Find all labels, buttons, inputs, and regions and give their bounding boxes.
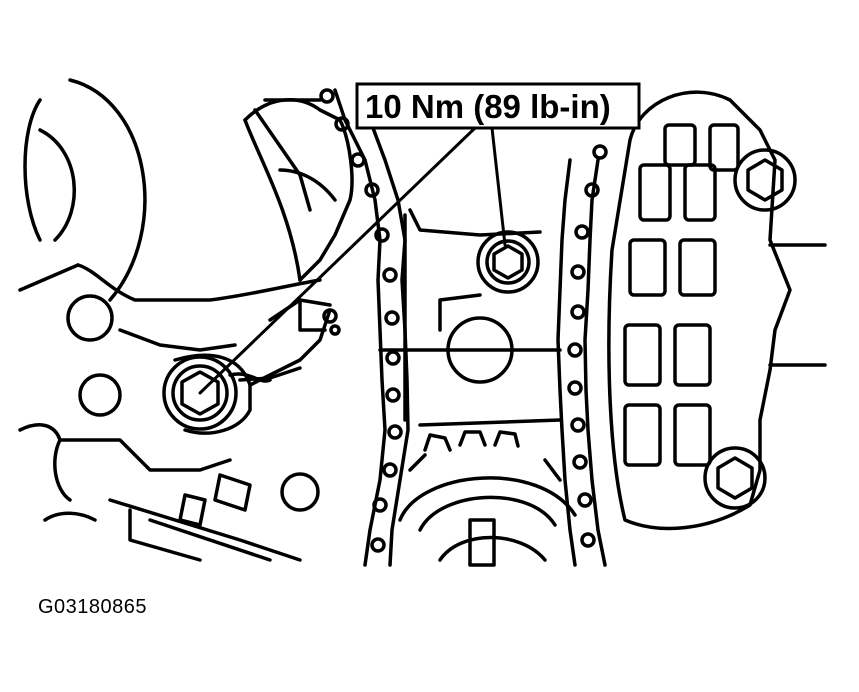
tensioner-bracket [173, 298, 332, 435]
timing-chain-left-run [319, 88, 410, 567]
chain-guide-right [607, 90, 827, 531]
figure-id-label: G03180865 [38, 596, 148, 618]
torque-spec-label: 10 Nm (89 lb-in) [365, 88, 611, 125]
left-pulley-arcs [23, 78, 147, 302]
cover-bolt [476, 230, 540, 294]
timing-chain-right-run [556, 144, 608, 567]
guide-bolt-lower [703, 446, 767, 510]
callout-leader-lines [198, 126, 507, 395]
crank-sprocket [398, 430, 577, 567]
block-holes [66, 294, 320, 512]
guide-bolt-upper [733, 148, 797, 212]
torque-callout: 10 Nm (89 lb-in) [355, 82, 641, 130]
engine-block-left [18, 263, 322, 562]
tensioner-bolt [162, 355, 238, 431]
